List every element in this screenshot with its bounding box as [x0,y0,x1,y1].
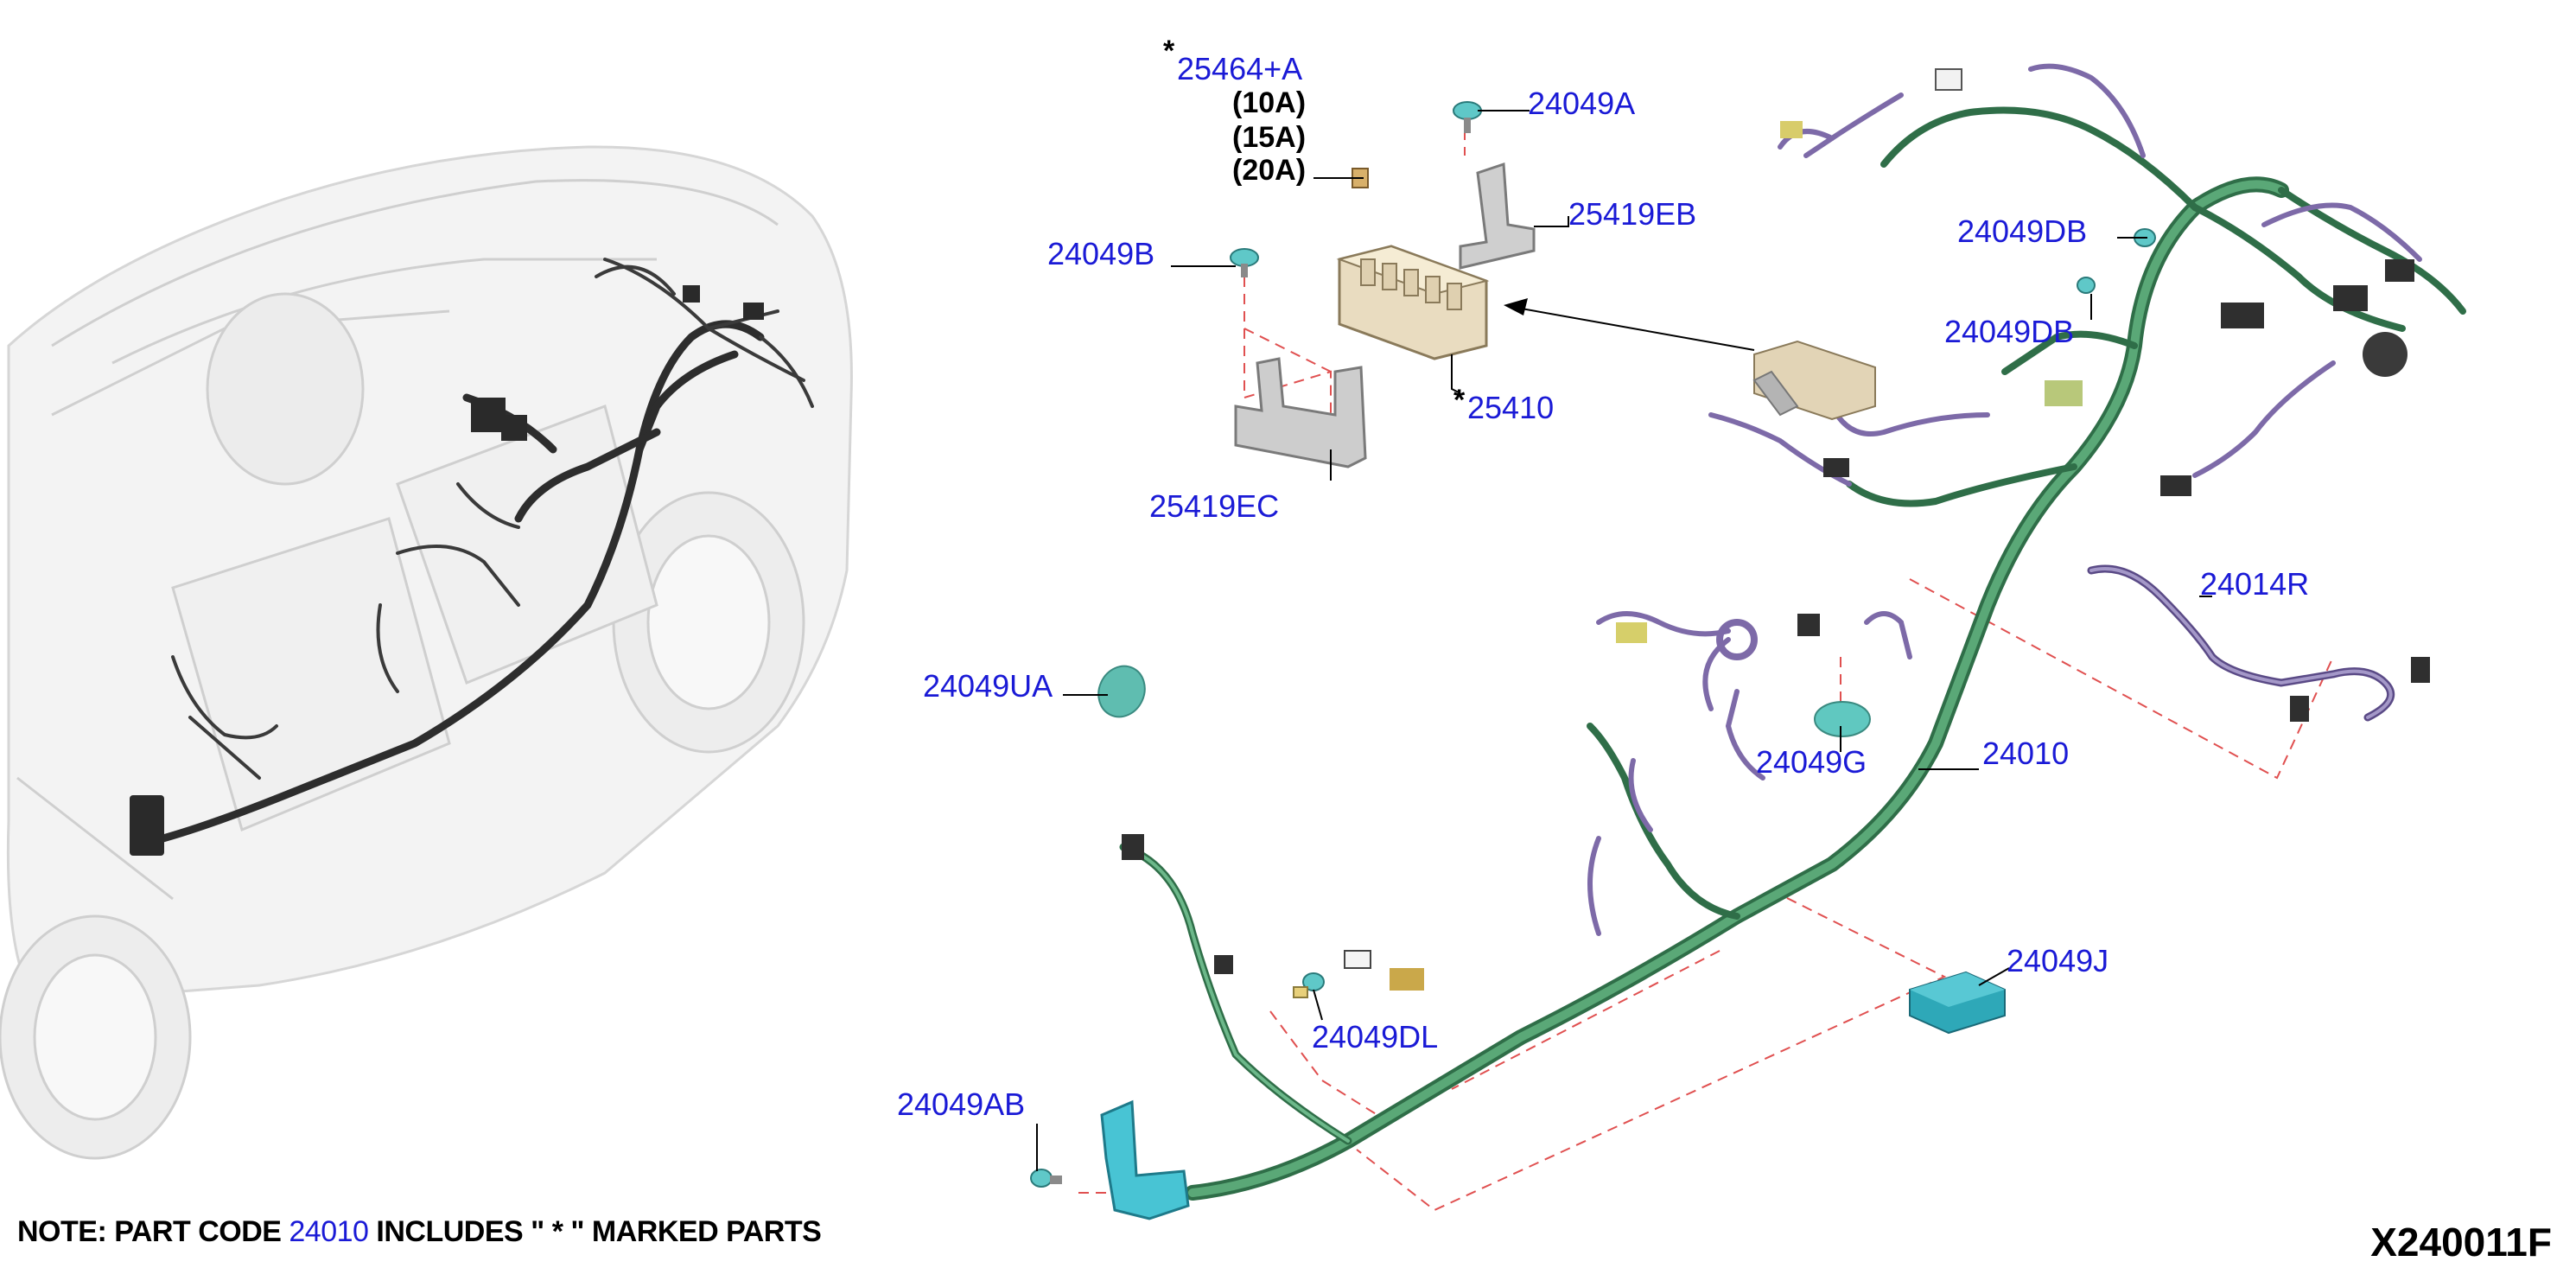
note-prefix: NOTE: PART CODE [17,1215,282,1248]
clip-24049B [1230,248,1259,277]
label-25464A: 25464+A [1177,51,1302,86]
clip-24049DL [1293,972,1325,998]
clip-24049A [1453,101,1482,133]
block-24049J [1909,971,2006,1035]
note-part-code: 24010 [289,1215,369,1248]
harness-connectors [1122,68,2430,991]
label-25419EC: 25419EC [1149,488,1279,524]
label-24049DB-upper: 24049DB [1957,213,2087,249]
label-25419EB: 25419EB [1568,196,1696,232]
label-amp-15: (15A) [1232,121,1306,154]
grommet-24049UA [1097,665,1146,718]
label-24049AB: 24049AB [897,1086,1025,1122]
grommet-24049G [1814,701,1871,737]
vehicle-harness-branches [171,258,814,780]
fuse-box-25410 [1336,245,1490,360]
star-marker-25410: * [1453,384,1466,417]
label-24010: 24010 [1982,736,2069,771]
label-24049B: 24049B [1047,236,1154,271]
callout-arrow [1504,298,1755,351]
label-25410: 25410 [1467,390,1554,425]
label-24049G: 24049G [1756,744,1867,780]
main-harness [1119,106,2466,1201]
clip-24049DB [2077,228,2156,294]
vehicle-overview [0,145,853,1160]
ground-bracket-24049AB [1030,1099,1190,1220]
part-code-note: NOTE: PART CODE 24010 INCLUDES " * " MAR… [17,1215,822,1249]
label-24014R: 24014R [2200,566,2309,602]
label-24049DB-lower: 24049DB [1944,314,2074,349]
bracket-25419EC [1234,357,1367,468]
label-24049J: 24049J [2007,943,2109,978]
leader-lines [1036,110,2212,1171]
bracket-25419EB [1459,162,1536,270]
note-suffix: INCLUDES " * " MARKED PARTS [376,1215,822,1248]
label-amp-20: (20A) [1232,154,1306,187]
label-24049DL: 24049DL [1312,1019,1438,1054]
label-24049A: 24049A [1528,86,1635,121]
figure-id: X240011F [2370,1220,2552,1265]
label-24049UA: 24049UA [923,668,1053,704]
star-marker: * [1163,35,1175,67]
label-amp-10: (10A) [1232,86,1306,119]
vehicle-connectors [130,285,764,856]
harness-24014R [2087,564,2395,722]
fuse-box-on-harness [1752,340,1876,421]
